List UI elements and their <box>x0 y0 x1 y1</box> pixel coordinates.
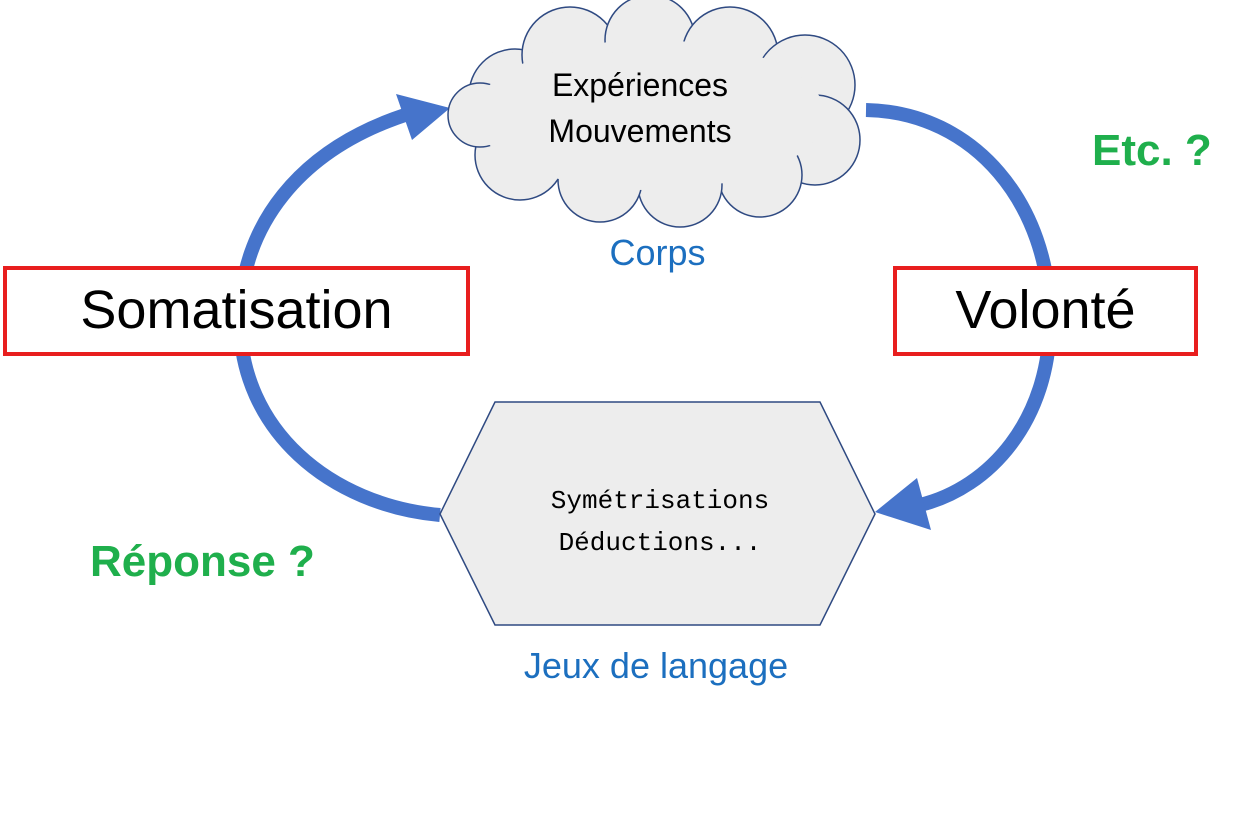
top-right-annotation: Etc. ? <box>1092 126 1212 175</box>
bottom-left-annotation: Réponse ? <box>90 537 315 586</box>
hexagon-text: Symétrisations Déductions... <box>460 480 860 564</box>
left-arrowhead <box>396 94 450 140</box>
right-box-border <box>893 266 1198 356</box>
right-arrowhead <box>875 478 931 530</box>
left-box-border <box>3 266 470 356</box>
cloud-line-2: Mouvements <box>548 113 732 149</box>
left-box-label: Somatisation <box>80 280 393 340</box>
hexagon-shape <box>439 401 876 626</box>
hexagon-line-1: Symétrisations <box>550 486 770 516</box>
hexagon-caption: Jeux de langage <box>523 645 789 686</box>
cloud-text: Expériences Mouvements <box>490 62 790 154</box>
cloud-caption: Corps <box>609 232 706 273</box>
cloud-line-1: Expériences <box>551 67 729 103</box>
cloud-fill-cover <box>475 40 825 190</box>
hexagon-line-2: Déductions... <box>558 528 762 558</box>
right-box-label: Volonté <box>955 280 1136 340</box>
